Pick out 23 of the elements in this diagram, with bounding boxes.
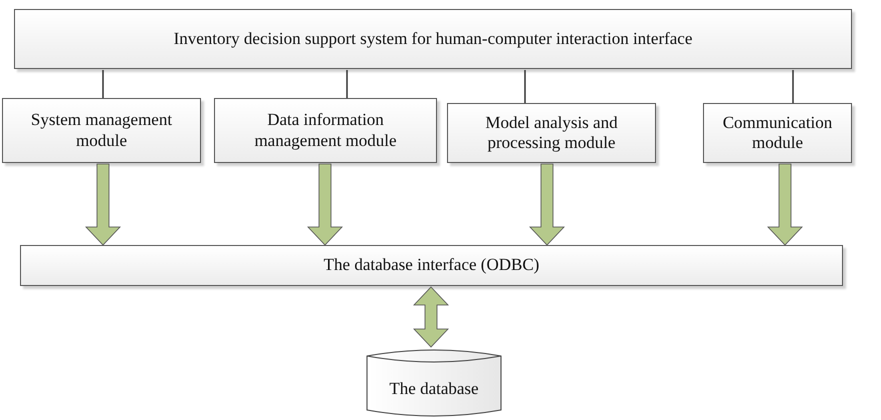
connector-line bbox=[792, 70, 794, 103]
node-label: Model analysis and processing module bbox=[484, 112, 619, 154]
interface-bar bbox=[20, 245, 843, 286]
module-box bbox=[447, 103, 656, 163]
node-label: Data information management module bbox=[253, 110, 398, 151]
node-label: Inventory decision support system for human-computer interaction interface bbox=[174, 28, 692, 50]
connector-line bbox=[346, 70, 348, 98]
module-box bbox=[2, 98, 201, 163]
block-arrow bbox=[529, 164, 565, 246]
connector-line bbox=[102, 70, 104, 98]
node-label: The database bbox=[389, 379, 479, 400]
block-arrow bbox=[767, 164, 803, 246]
block-arrow bbox=[85, 164, 121, 246]
block-arrow bbox=[413, 286, 449, 348]
node-label: Communication module bbox=[722, 112, 834, 154]
module-box bbox=[703, 103, 852, 163]
database-cylinder bbox=[366, 347, 502, 418]
block-arrow bbox=[307, 164, 343, 246]
module-box bbox=[214, 98, 437, 163]
node-label: The database interface (ODBC) bbox=[324, 255, 540, 276]
node-label: System management module bbox=[30, 110, 174, 151]
connector-line bbox=[524, 70, 526, 103]
system-box bbox=[14, 9, 852, 69]
